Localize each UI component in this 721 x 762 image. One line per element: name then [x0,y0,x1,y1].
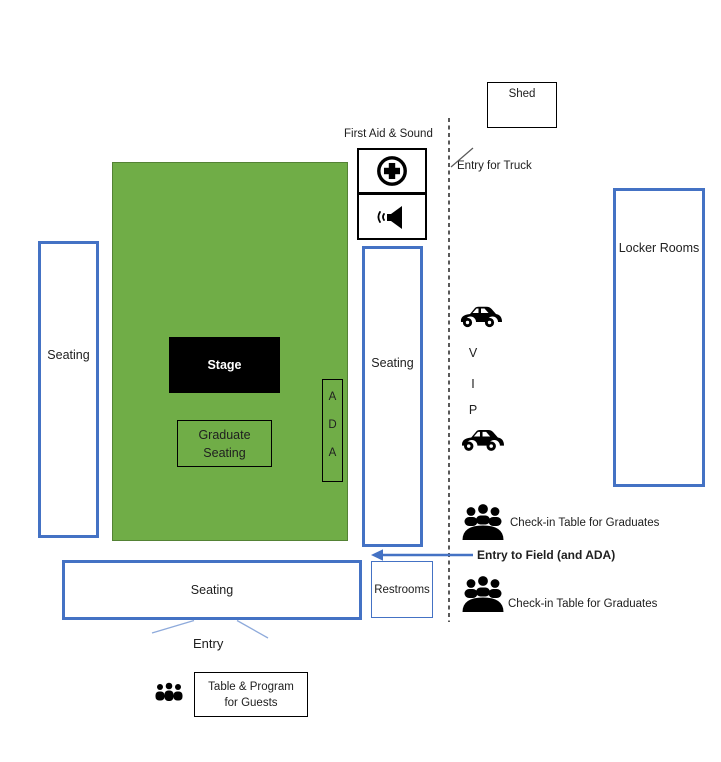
first-aid-sound-label: First Aid & Sound [344,128,433,140]
graduate-seating-label-line2: Seating [203,445,246,460]
truck-entry-dashed-line [448,118,450,622]
entry-for-truck-label: Entry for Truck [457,160,532,172]
seating-bottom-box: Seating [62,560,362,620]
shed-label: Shed [508,88,536,100]
stage-box: Stage [169,337,280,393]
vip-letter-p: P [468,403,478,417]
ada-letter: D [328,419,337,431]
speaker-icon [374,202,410,232]
table-program-label-line2: for Guests [224,696,278,709]
ada-letter: A [328,447,337,459]
seating-right-box: Seating [362,246,423,547]
seating-left-box: Seating [38,241,99,538]
stage-label: Stage [207,358,242,372]
table-program-box: Table & Program for Guests [194,672,308,717]
people-group-icon [154,682,184,705]
shed-box: Shed [487,82,557,128]
restrooms-label: Restrooms [374,583,430,596]
seating-right-label: Seating [371,356,414,370]
graduate-seating-label-line1: Graduate [198,427,251,442]
entry-callout-line-right [236,619,269,639]
first-aid-plus-icon [375,154,409,188]
locker-rooms-box: Locker Rooms [613,188,705,487]
entry-callout-line-left [151,619,195,634]
restrooms-box: Restrooms [371,561,433,618]
first-aid-cell [359,150,425,192]
ada-box: A D A [322,379,343,482]
locker-rooms-label: Locker Rooms [618,241,700,255]
entry-to-field-arrowhead-icon [371,549,383,561]
people-table-icon [461,576,505,613]
graduate-seating-box: Graduate Seating [177,420,272,467]
table-program-label-line1: Table & Program [208,680,294,693]
seating-left-label: Seating [47,348,90,362]
vip-car-icon [459,425,504,453]
vip-car-icon [458,302,502,329]
entry-to-field-label: Entry to Field (and ADA) [477,548,616,562]
vip-letter-v: V [468,346,478,360]
people-table-icon [461,504,505,541]
first-aid-sound-box [357,148,427,240]
entry-label: Entry [193,636,224,651]
checkin-bottom-label: Check-in Table for Graduates [508,598,658,610]
ada-letter: A [328,391,337,403]
vip-letter-i: I [471,377,475,391]
seating-bottom-label: Seating [190,583,234,597]
checkin-top-label: Check-in Table for Graduates [510,517,660,529]
sound-cell [359,192,425,239]
